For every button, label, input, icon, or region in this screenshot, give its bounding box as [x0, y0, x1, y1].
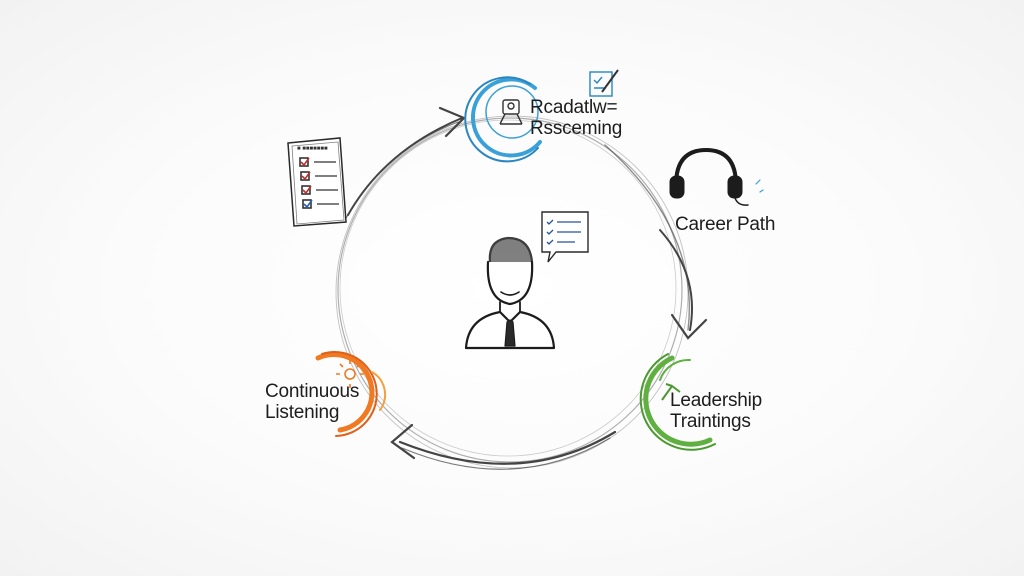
growth-arrow-icon — [661, 383, 681, 401]
checklist-items: ■ ■■■■■■■ — [297, 146, 339, 209]
continuous-node-ring — [315, 351, 387, 437]
speech-bubble-icon — [541, 211, 589, 263]
arrow-to-leadership — [604, 144, 708, 340]
arrow-to-top — [343, 106, 466, 223]
svg-text:■ ■■■■■■■: ■ ■■■■■■■ — [297, 146, 328, 152]
headset-icon — [669, 147, 764, 206]
arrow-to-continuous — [390, 423, 617, 470]
top-node-label: Rcadatlw= Rssceming — [530, 97, 622, 139]
top-node-label-line2: Rssceming — [530, 118, 623, 139]
continuous-label-line1: Continuous — [265, 381, 360, 402]
leadership-node-ring — [639, 353, 716, 451]
leadership-label-line2: Traintings — [670, 411, 751, 432]
person-screen-icon — [499, 99, 523, 125]
top-node-ring — [464, 76, 542, 163]
top-node-label-line1: Rcadatlw= — [530, 97, 618, 118]
continuous-listening-label: Continuous Listening — [265, 381, 359, 423]
leadership-label-line1: Leadership — [670, 390, 763, 411]
continuous-label-line2: Listening — [265, 402, 340, 423]
career-path-label: Career Path — [675, 214, 776, 235]
checklist-pen-icon — [589, 69, 619, 97]
sun-listening-icon — [336, 360, 364, 388]
leadership-label: Leadership Traintings — [670, 390, 762, 432]
person-icon — [464, 236, 556, 350]
